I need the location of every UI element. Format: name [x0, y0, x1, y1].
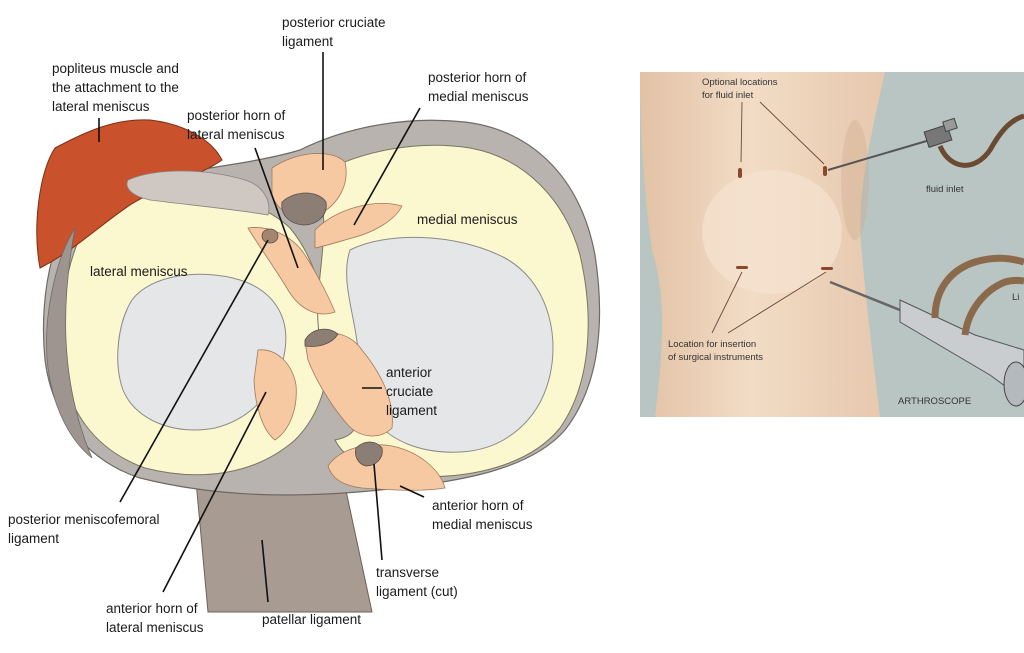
- ant-horn-lateral-leader: [162, 391, 267, 593]
- patellar-label: patellar ligament: [262, 612, 361, 627]
- fluid-inlet-tube: [937, 113, 1024, 168]
- incision-mark-3: [736, 266, 748, 269]
- post-horn-lateral-leader: [254, 147, 299, 269]
- post-meniscofemoral-label: posterior meniscofemoral ligament: [8, 512, 163, 546]
- pcl-label: posterior cruciate ligament: [282, 15, 389, 49]
- light-cable-2: [961, 276, 1024, 336]
- post-horn-medial-shape: [314, 203, 403, 249]
- ant-horn-medial-label: anterior horn of medial meniscus: [432, 498, 533, 532]
- incision-mark-1: [738, 168, 742, 178]
- fluid-needle: [827, 139, 931, 171]
- arthroscopy-illustration: Optional locations for fluid inlet fluid…: [640, 72, 1024, 417]
- arthroscope-shaft: [829, 280, 906, 314]
- light-cable-1: [931, 254, 1024, 319]
- post-horn-medial-leader: [353, 107, 421, 226]
- ant-horn-lateral-label: anterior horn of lateral meniscus: [106, 601, 204, 635]
- posterior-band-shape: [126, 170, 270, 216]
- meniscofemoral-attachment-shape: [261, 228, 279, 244]
- ant-horn-medial-leader: [399, 485, 425, 498]
- fluid-location-leader-1: [740, 101, 743, 163]
- knee-shadow: [841, 120, 869, 240]
- incision-mark-4: [821, 267, 833, 270]
- insertion-leader-1: [711, 271, 743, 334]
- insertion-leader-2: [727, 271, 827, 334]
- medial-meniscus-label: medial meniscus: [417, 212, 518, 227]
- lateral-edge-shape: [46, 227, 93, 459]
- post-horn-lateral-shape: [247, 227, 336, 315]
- fluid-inlet-cap: [942, 117, 958, 133]
- fluid-inlet-label: fluid inlet: [926, 184, 964, 195]
- transverse-ligament-cut-shape: [355, 441, 383, 467]
- patellar-leader: [261, 539, 269, 603]
- transverse-label: transverse ligament (cut): [376, 565, 458, 599]
- post-horn-medial-label: posterior horn of medial meniscus: [428, 70, 530, 104]
- fluid-location-leader-2: [759, 101, 825, 165]
- incision-mark-2: [823, 166, 827, 176]
- lateral-meniscus-label: lateral meniscus: [90, 264, 188, 279]
- acl-shape: [304, 332, 393, 437]
- acl-label: anterior cruciate ligament: [386, 365, 437, 418]
- acl-cut-shape: [304, 328, 339, 347]
- pcl-cut-shape: [281, 192, 327, 226]
- post-horn-lateral-label: posterior horn of lateral meniscus: [187, 108, 289, 142]
- arthroscope-label: ARTHROSCOPE: [898, 396, 971, 407]
- fluid-locations-label: Optional locations for fluid inlet: [702, 77, 780, 101]
- insertion-label: Location for insertion of surgical instr…: [668, 339, 763, 363]
- meniscus-diagram: popliteus muscle and the attachment to t…: [8, 15, 601, 635]
- transverse-leader: [373, 463, 383, 561]
- arthroscope-eyepiece: [1003, 361, 1024, 407]
- popliteus-label: popliteus muscle and the attachment to t…: [52, 61, 183, 114]
- patella-shading: [702, 170, 842, 294]
- post-meniscofemoral-leader: [119, 239, 269, 503]
- arthroscope-body: [899, 299, 1024, 401]
- cut-label: Li: [1012, 292, 1019, 303]
- popliteus-shape: [36, 119, 223, 269]
